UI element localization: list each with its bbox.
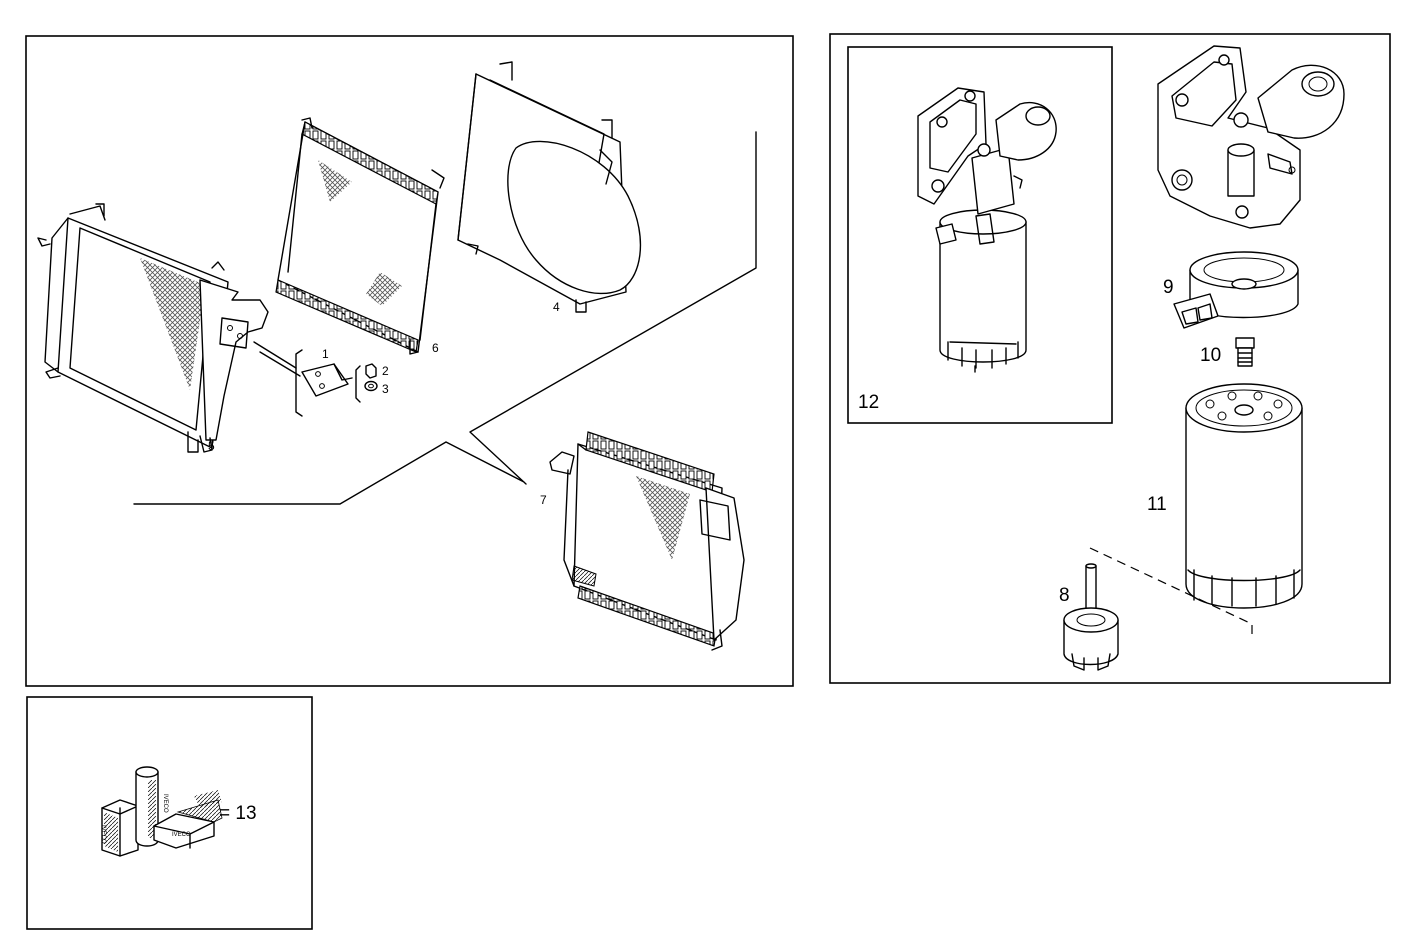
- filter-base-part: [1173, 251, 1299, 329]
- kit-panel-frame: [26, 696, 313, 930]
- intercooler-bracket-leader-2: [253, 341, 297, 369]
- kit-box-label-left: IVECO: [100, 825, 106, 844]
- callout-3: 3: [382, 382, 389, 396]
- kit-icon: IVECO IVECO IVECO: [100, 766, 223, 857]
- radiator-assembly-part: [549, 431, 745, 651]
- filter-cartridge-part: [1185, 383, 1303, 609]
- intercooler-part: [37, 203, 269, 453]
- kit-can-label: IVECO: [162, 794, 168, 813]
- radiator-panel-frame: [25, 35, 794, 687]
- callout-4: 4: [553, 300, 560, 314]
- callout-6: 6: [432, 341, 439, 355]
- washer-part: [364, 380, 378, 392]
- filter-head-part: [1157, 45, 1345, 229]
- kit-callout-13: = 13: [219, 803, 257, 824]
- callout-9: 9: [1163, 277, 1174, 298]
- radiator-core-part: [275, 117, 445, 355]
- intercooler-bracket-leader: [259, 351, 301, 377]
- callout-7: 7: [540, 493, 547, 507]
- callout-5: 5: [208, 439, 215, 453]
- filter-assembly-inset-frame: [847, 46, 1113, 424]
- bracket-part: [295, 349, 361, 417]
- fuel-filter-assembly-part: [917, 87, 1057, 373]
- threaded-nipple-part: [1235, 337, 1255, 367]
- kit-box-label-right: IVECO: [172, 832, 191, 838]
- callout-12: 12: [858, 392, 879, 413]
- callout-11: 11: [1147, 494, 1167, 515]
- callout-10: 10: [1200, 345, 1221, 366]
- water-sensor-part: [1063, 563, 1119, 671]
- fan-shroud-part: [457, 61, 642, 313]
- filter-panel-frame: [829, 33, 1391, 684]
- callout-1: 1: [322, 347, 329, 361]
- assembly-pointer-line: [133, 131, 757, 505]
- nut-part: [365, 363, 377, 379]
- callout-2: 2: [382, 364, 389, 378]
- callout-8: 8: [1059, 585, 1070, 606]
